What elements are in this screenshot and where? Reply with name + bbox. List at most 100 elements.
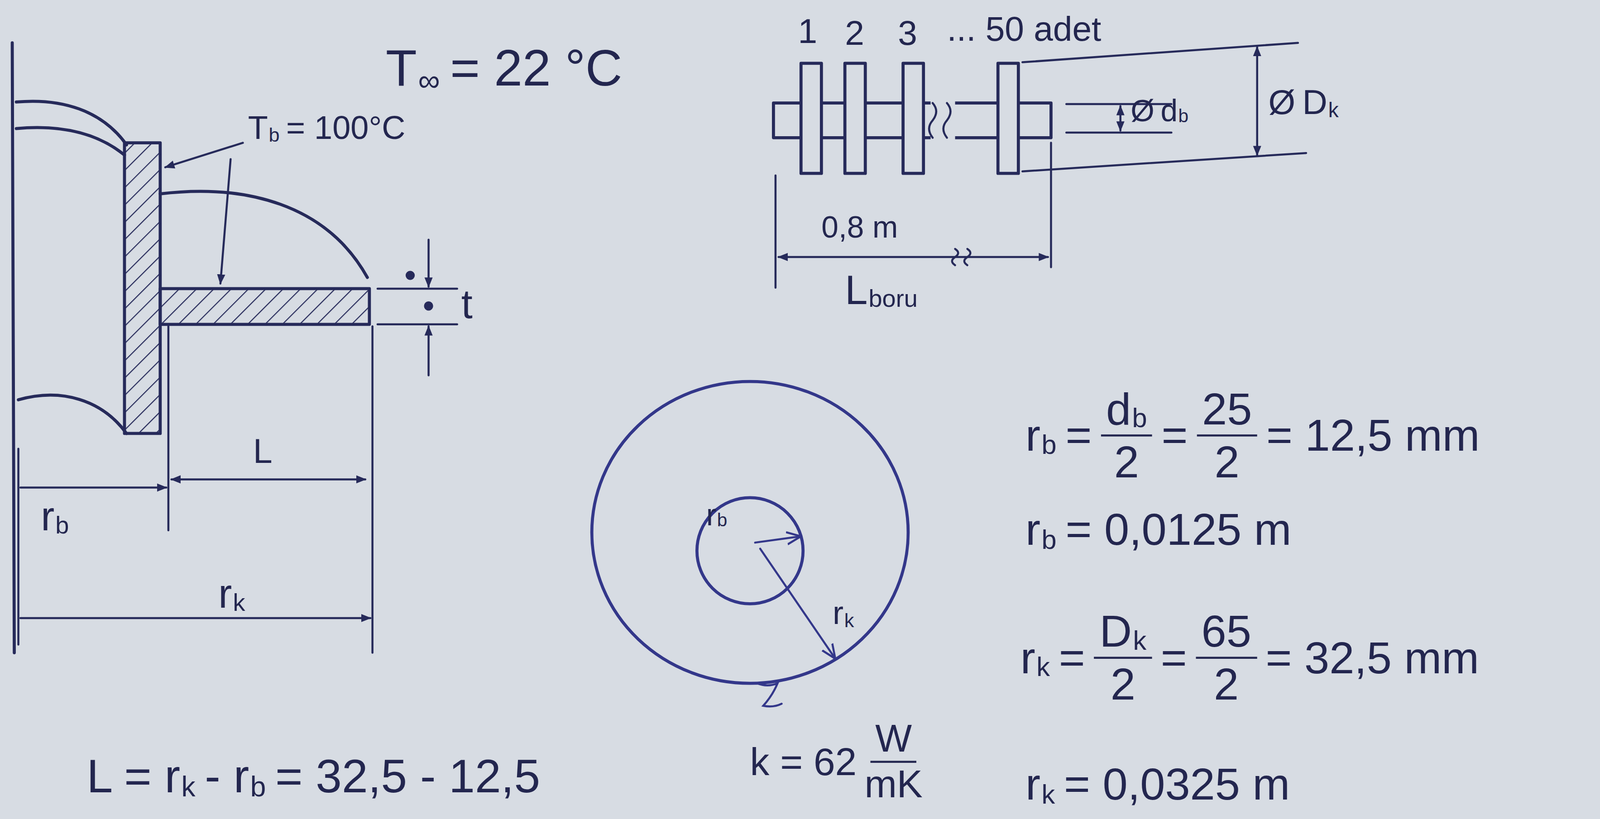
subscript-text: k [1328,99,1339,123]
annotation-text: D [1302,83,1327,122]
fraction-numerator: 65 [1196,608,1257,660]
annotation-text: r [1025,411,1041,461]
subscript-text: b [268,124,280,147]
annotation-text: 65 [1201,608,1251,656]
annotation-text: = [1160,633,1188,683]
annotation-text: t [461,281,473,327]
annotation-text: = 32,5 mm [1265,633,1480,683]
annotation-text: ... 50 adet [947,10,1102,49]
subscript-text: b [55,512,69,539]
subscript-text: k [181,771,196,803]
fraction: 252 [1196,385,1258,486]
subscript-text: k [233,589,246,617]
annotation-text: k = 62 [750,741,858,784]
annotation-row: rb=db2=252= 12,5 mm [1025,385,1480,486]
annotation-text: 2 [1110,661,1136,709]
annotation-text: 0,8 m [821,210,898,244]
annotation-row: rb= 0,0125 m [1025,505,1292,555]
fraction-denominator: 2 [1214,436,1240,486]
annotation-text: L = r [86,751,181,803]
annotation-text: L [844,267,868,313]
fraction-denominator: mK [864,763,923,806]
fraction: Dk2 [1094,608,1152,709]
annotation-text: - r [204,751,250,803]
annotation-text: = [1058,633,1086,683]
annotation-text: = 0,0125 m [1065,505,1292,555]
subscript-text: b [1132,405,1148,434]
annotation-text: D [1099,608,1132,656]
fraction-numerator: W [870,719,917,764]
subscript-text: k [1041,780,1055,810]
annotation-text: T [248,110,269,146]
annotation-row: ... 50 adet [947,10,1102,49]
annotation-text: = 12,5 mm [1266,411,1480,461]
annotation-row: 3 [897,14,918,53]
annotation-row: Ødb [1130,93,1189,128]
annotation-text: r [1020,633,1036,683]
annotation-text: 1 [797,12,818,51]
subscript-text: ∞ [417,63,440,98]
annotation-row: T∞ = 22 °C [385,40,623,97]
annotation-row: L [253,432,273,471]
annotation-text: = 32,5 - 12,5 [275,751,541,803]
annotation-row: rk [832,595,854,632]
annotation-text: = 0,0325 m [1063,760,1290,810]
annotation-text: = 100°C [286,110,406,146]
annotation-text: d [1160,93,1178,128]
subscript-text: b [717,511,728,532]
annotation-text: r [1025,760,1041,810]
annotation-row: rk=Dk2=652= 32,5 mm [1020,608,1480,709]
fraction-numerator: Dk [1094,608,1152,660]
fraction: 652 [1196,608,1257,709]
annotation-text: r [40,493,55,539]
annotation-row: Tb = 100°C [248,110,406,146]
annotation-text: L [253,432,273,471]
subscript-text: k [1132,627,1147,657]
annotation-row: t [461,281,473,327]
subscript-text: b [1041,431,1057,461]
fraction-numerator: db [1100,385,1153,437]
annotation-row: rk [218,571,245,617]
annotation-text: 2 [1214,438,1240,486]
annotation-text: r [1025,505,1041,555]
annotation-text: W [875,719,912,761]
annotation-row: k = 62WmK [750,719,923,806]
fraction: WmK [864,719,923,806]
annotation-row: L = rk- rb= 32,5 - 12,5 [86,751,541,803]
annotation-row: Lboru [844,267,918,313]
annotation-text: r [218,571,232,617]
annotation-row: 0,8 m [821,210,898,244]
annotation-text: 2 [1213,661,1239,709]
fraction-numerator: 25 [1196,385,1258,437]
annotation-text: 25 [1202,385,1252,433]
subscript-text: boru [868,285,918,313]
subscript-text: k [1036,653,1050,683]
annotation-text: r [706,498,717,532]
annotation-row: rk = 0,0325 m [1025,760,1290,810]
annotation-text: = 22 °C [450,40,623,97]
annotation-text: = [1161,411,1188,461]
annotation-text: r [832,595,844,632]
subscript-text: b [250,771,267,803]
annotation-row: 2 [844,14,865,53]
fraction-denominator: 2 [1213,659,1239,709]
subscript-text: b [1178,107,1189,129]
annotation-text: 2 [844,14,865,53]
fraction: db2 [1100,385,1153,486]
subscript-text: k [844,610,855,633]
annotation-text: mK [864,765,923,806]
annotation-row: rb [40,493,69,539]
annotation-text: 2 [1114,438,1140,486]
annotation-text: = [1065,411,1092,461]
annotation-text: d [1106,385,1131,433]
fraction-denominator: 2 [1114,436,1140,486]
annotation-text: T [385,40,417,97]
annotation-row: 1 [797,12,818,51]
fraction-denominator: 2 [1110,659,1136,709]
annotation-text: Ø [1268,83,1296,122]
annotation-text: Ø [1130,93,1155,128]
annotation-text: 3 [897,14,918,53]
annotation-row: ØDk [1268,83,1339,122]
